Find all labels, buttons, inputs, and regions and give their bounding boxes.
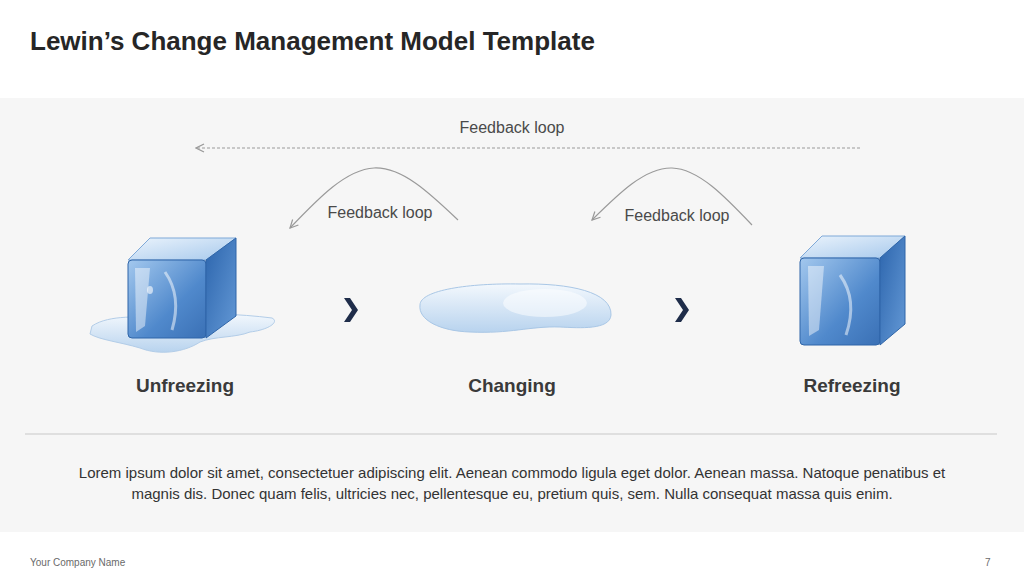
footer-company: Your Company Name (30, 557, 125, 568)
water-puddle (420, 284, 611, 332)
cube-side (206, 238, 236, 338)
body-text: Lorem ipsum dolor sit amet, consectetuer… (62, 462, 962, 504)
content-band (0, 98, 1024, 532)
cube-highlight (165, 272, 176, 330)
cube-side (880, 236, 905, 345)
loop-label: Feedback loop (328, 204, 433, 222)
loop-label: Feedback loop (460, 119, 565, 137)
stage-node: Unfreezing (80, 148, 290, 405)
slide-title: Lewin’s Change Management Model Template (30, 26, 595, 57)
cube-highlight (808, 266, 824, 336)
cube-highlight (840, 275, 851, 335)
puddle-highlight (503, 289, 587, 317)
stage-node: Refreezing (752, 148, 952, 405)
separator-line (25, 434, 997, 435)
cube-highlight (135, 268, 150, 332)
stage-arrow (290, 309, 412, 310)
feedback-loop (592, 168, 752, 225)
feedback-loop (290, 168, 458, 228)
stage-label: Refreezing (803, 375, 900, 397)
feedback-loop (196, 147, 860, 148)
page-number: 7 (985, 557, 991, 568)
stage-label: Changing (468, 375, 556, 397)
stage-arrow (612, 309, 752, 310)
water-drop (147, 286, 153, 294)
stage-label: Unfreezing (136, 375, 234, 397)
cube-front (800, 258, 880, 345)
stage-node: Changing (412, 220, 612, 405)
cube-front (128, 260, 206, 338)
loop-label: Feedback loop (625, 207, 730, 225)
